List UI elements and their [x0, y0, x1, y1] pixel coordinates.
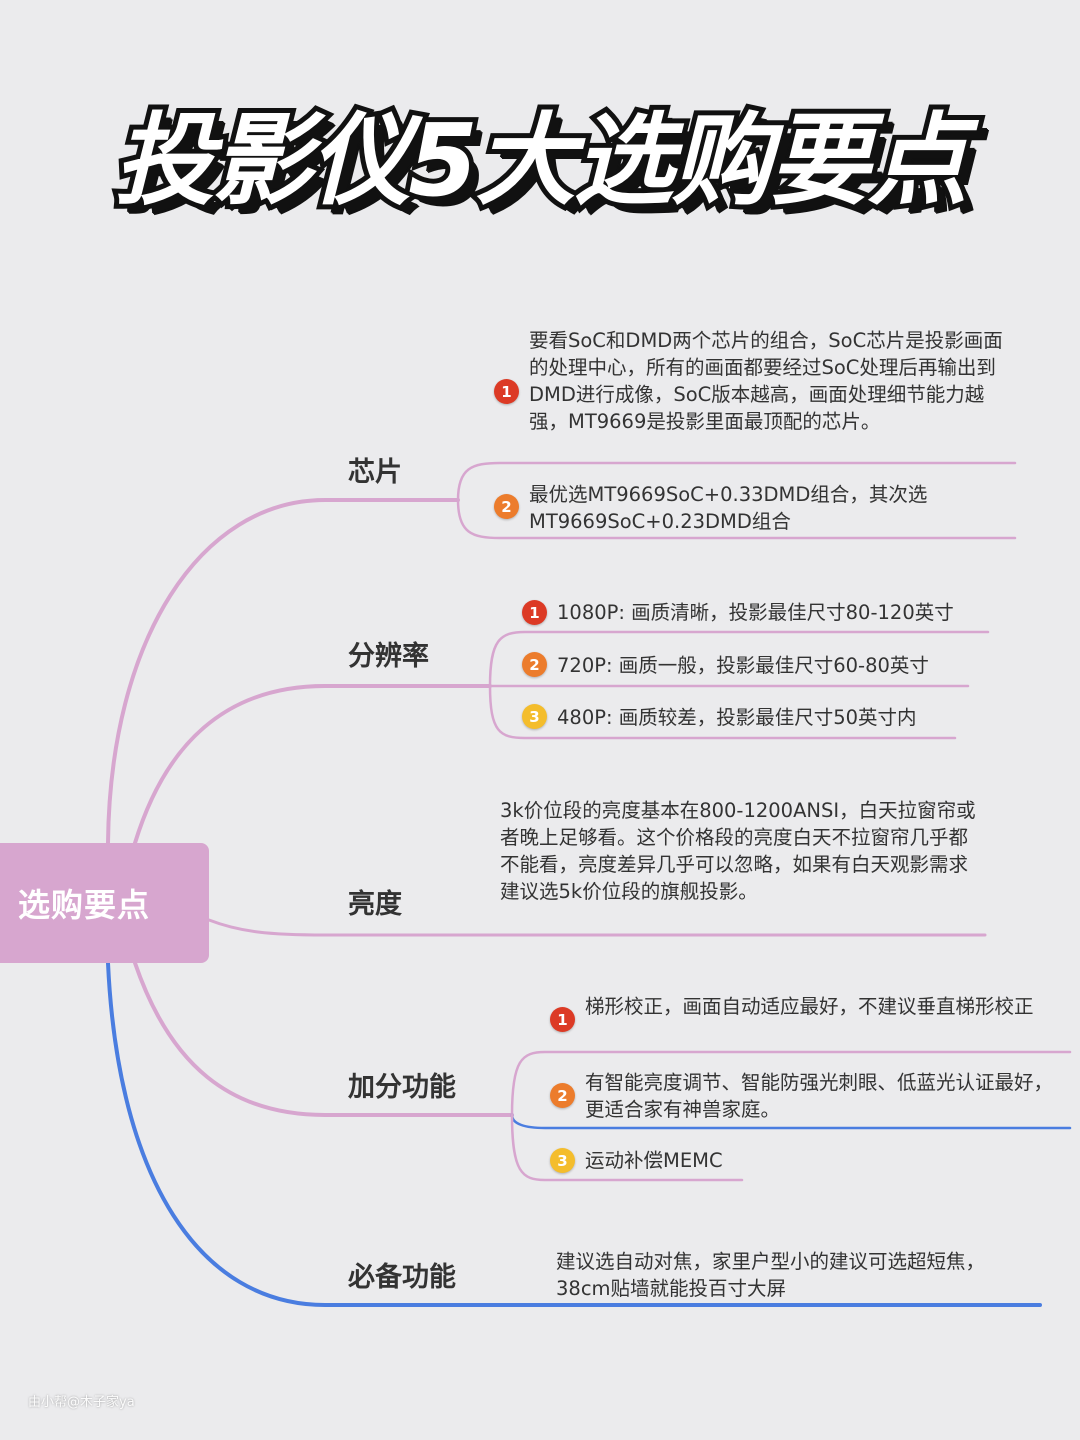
resolution-note-1: 1080P: 画质清晰，投影最佳尺寸80-120英寸 — [557, 601, 954, 624]
essential-note: 建议选自动对焦，家里户型小的建议可选超短焦，38cm贴墙就能投百寸大屏 — [556, 1250, 986, 1300]
chip-note-1: 要看SoC和DMD两个芯片的组合，SoC芯片是投影画面的处理中心，所有的画面都要… — [529, 329, 1003, 433]
connector-root-chip — [106, 498, 460, 845]
chip-note-2: 最优选MT9669SoC+0.33DMD组合，其次选MT9669SoC+0.23… — [529, 483, 928, 533]
brightness-note: 3k价位段的亮度基本在800-1200ANSI，白天拉窗帘或者晚上足够看。这个价… — [500, 799, 976, 903]
number-badge-icon: 2 — [550, 1083, 575, 1108]
connector-bonus-note-3 — [510, 1113, 744, 1182]
number-badge-icon: 1 — [522, 600, 547, 625]
page-title: 投影仪5大选购要点 — [109, 97, 973, 224]
number-badge-icon: 2 — [522, 652, 547, 677]
connector-chip-note-2 — [456, 498, 1017, 540]
bonus-note-2: 有智能亮度调节、智能防强光刺眼、低蓝光认证最好，更适合家有神兽家庭。 — [585, 1071, 1054, 1121]
watermark: 由小帮@木子家ya — [28, 1395, 135, 1410]
branch-resolution-label: 分辨率 — [348, 641, 429, 672]
connector-root-resolution — [133, 684, 492, 845]
resolution-note-3: 480P: 画质较差，投影最佳尺寸50英寸内 — [557, 706, 917, 729]
branch-bonus-label: 加分功能 — [348, 1072, 456, 1103]
connector-res-note-3 — [488, 684, 957, 740]
connector-chip-note-1 — [456, 461, 1017, 502]
root-label: 选购要点 — [18, 886, 151, 924]
connector-res-note-1 — [488, 630, 990, 688]
number-badge-icon: 3 — [522, 704, 547, 729]
branch-chip-label: 芯片 — [348, 457, 402, 488]
root-node: 选购要点 — [0, 843, 209, 963]
bonus-note-1: 梯形校正，画面自动适应最好，不建议垂直梯形校正 — [585, 995, 1034, 1018]
number-badge-icon: 2 — [494, 494, 519, 519]
branch-essential-label: 必备功能 — [348, 1262, 456, 1293]
bonus-note-3: 运动补偿MEMC — [585, 1149, 723, 1172]
number-badge-icon: 3 — [550, 1148, 575, 1173]
connector-root-brightness — [207, 918, 987, 937]
connector-root-bonus — [133, 961, 514, 1117]
connector-bonus-note-1 — [510, 1050, 1072, 1117]
number-badge-icon: 1 — [550, 1007, 575, 1032]
branch-brightness-label: 亮度 — [348, 889, 402, 920]
number-badge-icon: 1 — [494, 379, 519, 404]
connector-root-essential — [106, 961, 1042, 1307]
resolution-note-2: 720P: 画质一般，投影最佳尺寸60-80英寸 — [557, 654, 929, 677]
